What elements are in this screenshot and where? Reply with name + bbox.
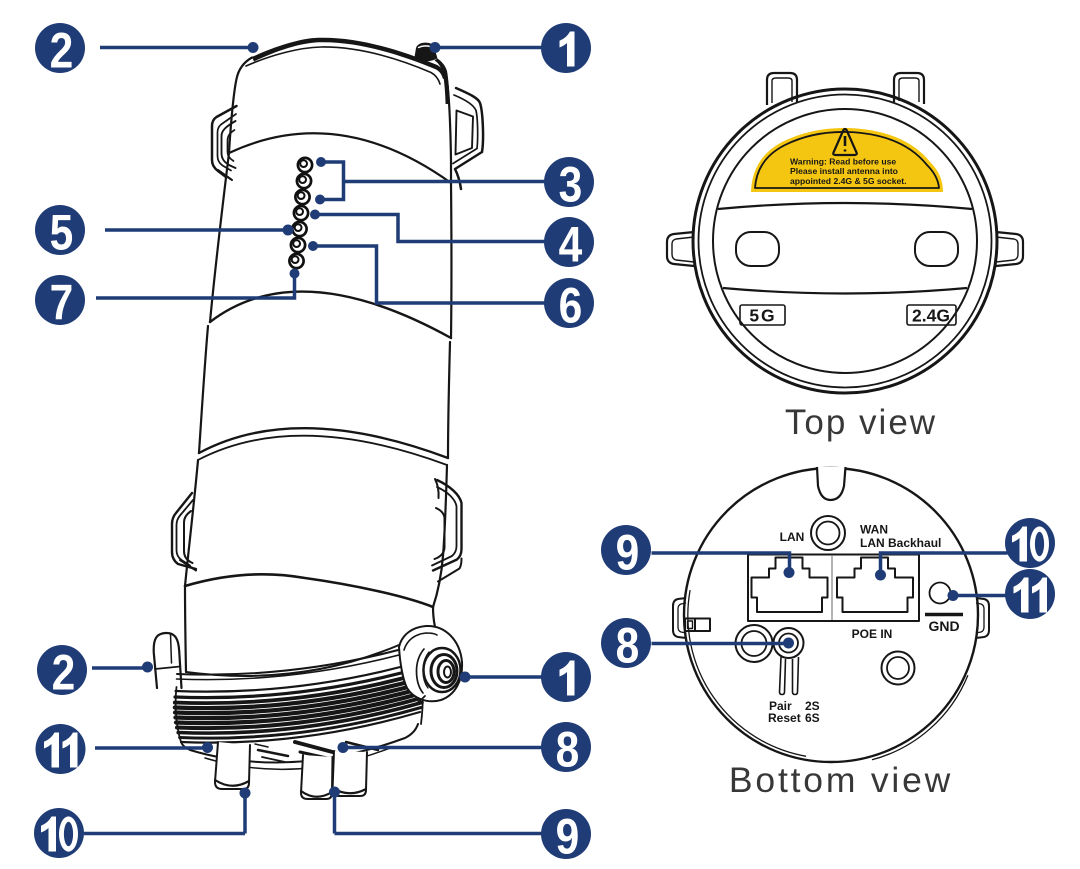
- svg-text:2.4G: 2.4G: [912, 306, 950, 326]
- svg-text:6S: 6S: [805, 711, 820, 725]
- svg-text:7: 7: [50, 274, 74, 330]
- svg-text:POE IN: POE IN: [852, 627, 893, 641]
- svg-text:8: 8: [616, 617, 640, 673]
- svg-text:8: 8: [556, 721, 580, 777]
- svg-text:4: 4: [559, 216, 583, 272]
- svg-text:3: 3: [559, 156, 583, 212]
- svg-text:5G: 5G: [749, 306, 776, 326]
- svg-text:Pair: Pair: [769, 699, 792, 713]
- svg-text:9: 9: [556, 808, 580, 864]
- svg-text:GND: GND: [928, 618, 959, 634]
- svg-text:Top view: Top view: [785, 403, 937, 442]
- svg-text:2S: 2S: [805, 699, 820, 713]
- svg-text:WAN: WAN: [860, 523, 888, 537]
- svg-text:appointed 2.4G & 5G socket.: appointed 2.4G & 5G socket.: [790, 176, 907, 186]
- svg-text:2: 2: [52, 644, 76, 700]
- svg-text:2: 2: [50, 22, 74, 78]
- svg-text:6: 6: [559, 277, 583, 333]
- svg-text:Reset: Reset: [768, 711, 801, 725]
- svg-text:Warning: Read before use: Warning: Read before use: [790, 157, 896, 167]
- svg-text:LAN Backhaul: LAN Backhaul: [860, 536, 941, 550]
- svg-text:Bottom view: Bottom view: [729, 760, 953, 800]
- svg-text:LAN: LAN: [780, 530, 805, 544]
- svg-text:5: 5: [50, 204, 74, 260]
- svg-text:9: 9: [616, 524, 640, 580]
- svg-text:Please install antenna into: Please install antenna into: [790, 166, 898, 176]
